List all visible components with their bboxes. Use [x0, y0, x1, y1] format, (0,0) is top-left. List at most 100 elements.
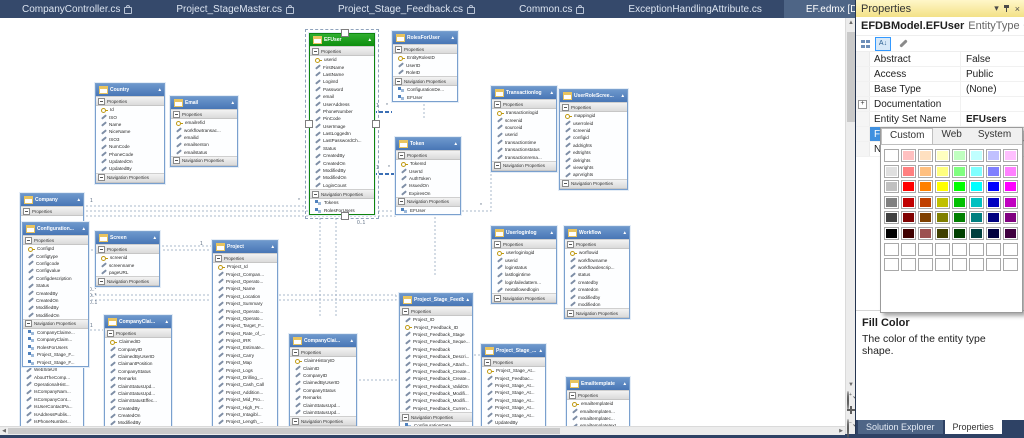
entity-property-row[interactable]: Name	[96, 121, 164, 128]
navigation-section-header[interactable]: Navigation Properties	[492, 293, 556, 303]
expander-icon[interactable]	[569, 392, 576, 399]
collapse-icon[interactable]: ▴	[165, 319, 168, 325]
entity-property-row[interactable]: ModifiedOn	[310, 174, 374, 181]
entity-property-row[interactable]: worflowid	[565, 249, 629, 256]
entity-property-row[interactable]: Project_Name	[213, 285, 277, 292]
color-cell[interactable]	[1003, 227, 1018, 240]
properties-section-header[interactable]: Properties	[310, 46, 374, 56]
expander-icon[interactable]	[107, 330, 114, 337]
properties-section-header[interactable]: Properties	[393, 44, 457, 54]
color-picker-tab-custom[interactable]: Custom	[881, 128, 933, 144]
alphabetical-sort-icon[interactable]: A↓	[875, 37, 891, 51]
empty-color-cell[interactable]	[935, 243, 950, 256]
entity-property-row[interactable]: Project_Length_...	[213, 418, 277, 425]
entity-header[interactable]: Transactionlog▴	[492, 87, 556, 99]
expander-icon[interactable]	[494, 295, 501, 302]
expander-icon[interactable]	[484, 359, 491, 366]
property-value[interactable]: (None)	[961, 82, 1024, 96]
entity-property-row[interactable]: Project_Feedback_Stage	[400, 331, 472, 338]
entity-navigation-row[interactable]: Project_Stage_F...	[23, 358, 88, 365]
entity-property-row[interactable]: Project_Addition...	[213, 389, 277, 396]
expander-icon[interactable]	[173, 157, 180, 164]
entity-property-row[interactable]: Remarks	[290, 394, 356, 401]
entity-navigation-row[interactable]: Project_Stage_F...	[23, 351, 88, 358]
entity-property-row[interactable]: ClaimedByUserID	[105, 353, 171, 360]
color-cell[interactable]	[1003, 180, 1018, 193]
entity-property-row[interactable]: PhoneCode	[96, 150, 164, 157]
entity-property-row[interactable]: delrights	[560, 156, 627, 163]
color-cell[interactable]	[884, 180, 899, 193]
color-picker-tab-web[interactable]: Web	[933, 128, 969, 144]
entity-property-row[interactable]: configid	[560, 134, 627, 141]
selected-object-row[interactable]: EFDBModel.EFUser EntityType ▾	[856, 17, 1024, 36]
entity-property-row[interactable]: Project_Logs	[213, 366, 277, 373]
empty-color-cell[interactable]	[918, 243, 933, 256]
expander-icon[interactable]	[395, 78, 402, 85]
entity-property-row[interactable]: CreatedBy	[105, 405, 171, 412]
entity-property-row[interactable]: transactionlogid	[492, 109, 556, 116]
entity-property-row[interactable]: ClaimHistoryID	[290, 357, 356, 364]
entity-header[interactable]: Token▴	[396, 138, 460, 150]
selection-handle[interactable]	[341, 212, 349, 220]
entity-property-row[interactable]: Project_High_Pr...	[213, 403, 277, 410]
entity-property-row[interactable]: Password	[310, 86, 374, 93]
color-cell[interactable]	[935, 180, 950, 193]
entity-property-row[interactable]: CompanyID	[105, 345, 171, 352]
property-label[interactable]: Access	[870, 67, 961, 81]
entity-property-row[interactable]: IsUserContactPa...	[21, 403, 83, 410]
property-label[interactable]: Abstract	[870, 52, 961, 66]
entity-property-row[interactable]: emailtemplatec...	[567, 415, 629, 422]
selection-handle[interactable]	[372, 120, 380, 128]
entity-property-row[interactable]: Project_Operato...	[213, 307, 277, 314]
entity-property-row[interactable]: Project_Target_F...	[213, 322, 277, 329]
entity-navigation-row[interactable]: EFUser	[396, 207, 460, 214]
empty-color-cell[interactable]	[952, 258, 967, 271]
properties-section-header[interactable]: Properties	[565, 239, 629, 249]
empty-color-cell[interactable]	[969, 243, 984, 256]
entity-property-row[interactable]: CreatedOn	[310, 159, 374, 166]
entity-header[interactable]: Company▴	[21, 194, 83, 206]
color-cell[interactable]	[935, 196, 950, 209]
color-cell[interactable]	[918, 211, 933, 224]
properties-section-header[interactable]: Properties	[105, 328, 171, 338]
navigation-section-header[interactable]: Navigation Properties	[565, 308, 629, 318]
entity-property-row[interactable]: pageURL	[96, 269, 159, 276]
entity-property-row[interactable]: Project_Operato...	[213, 315, 277, 322]
entity-property-row[interactable]: aprvrights	[560, 171, 627, 178]
color-cell[interactable]	[952, 180, 967, 193]
expander-icon[interactable]	[494, 101, 501, 108]
entity-property-row[interactable]: Status	[23, 282, 88, 289]
entity-property-row[interactable]: IsCompanyNam...	[21, 388, 83, 395]
color-cell[interactable]	[969, 227, 984, 240]
color-cell[interactable]	[986, 180, 1001, 193]
properties-section-header[interactable]: Properties	[492, 239, 556, 249]
entity-property-row[interactable]: UserID	[393, 61, 457, 68]
entity-header[interactable]: Project▴	[213, 241, 277, 253]
entity-property-row[interactable]: addrights	[560, 142, 627, 149]
entity-property-row[interactable]: Project_Feedback_Modifi...	[400, 397, 472, 404]
entity-property-row[interactable]: emailstatus	[171, 149, 237, 156]
entity-property-row[interactable]: Status	[310, 145, 374, 152]
properties-section-header[interactable]: Properties	[96, 244, 159, 254]
entity-property-row[interactable]: Project_Feedback_Attach...	[400, 360, 472, 367]
property-label[interactable]: Entity Set Name	[870, 112, 961, 126]
collapse-icon[interactable]: ▴	[539, 348, 542, 354]
entity-property-row[interactable]: userroleid	[560, 119, 627, 126]
expander-icon[interactable]	[312, 191, 319, 198]
entity-property-row[interactable]: modifiedby	[565, 293, 629, 300]
bottom-tab-solution-explorer[interactable]: Solution Explorer	[858, 420, 943, 434]
color-cell[interactable]	[952, 165, 967, 178]
entity-property-row[interactable]: Project_Rate_of_...	[213, 330, 277, 337]
expander-icon[interactable]	[98, 278, 105, 285]
properties-section-header[interactable]: Properties	[213, 253, 277, 263]
collapse-icon[interactable]: ▴	[153, 235, 156, 241]
color-cell[interactable]	[969, 211, 984, 224]
empty-color-cell[interactable]	[901, 258, 916, 271]
